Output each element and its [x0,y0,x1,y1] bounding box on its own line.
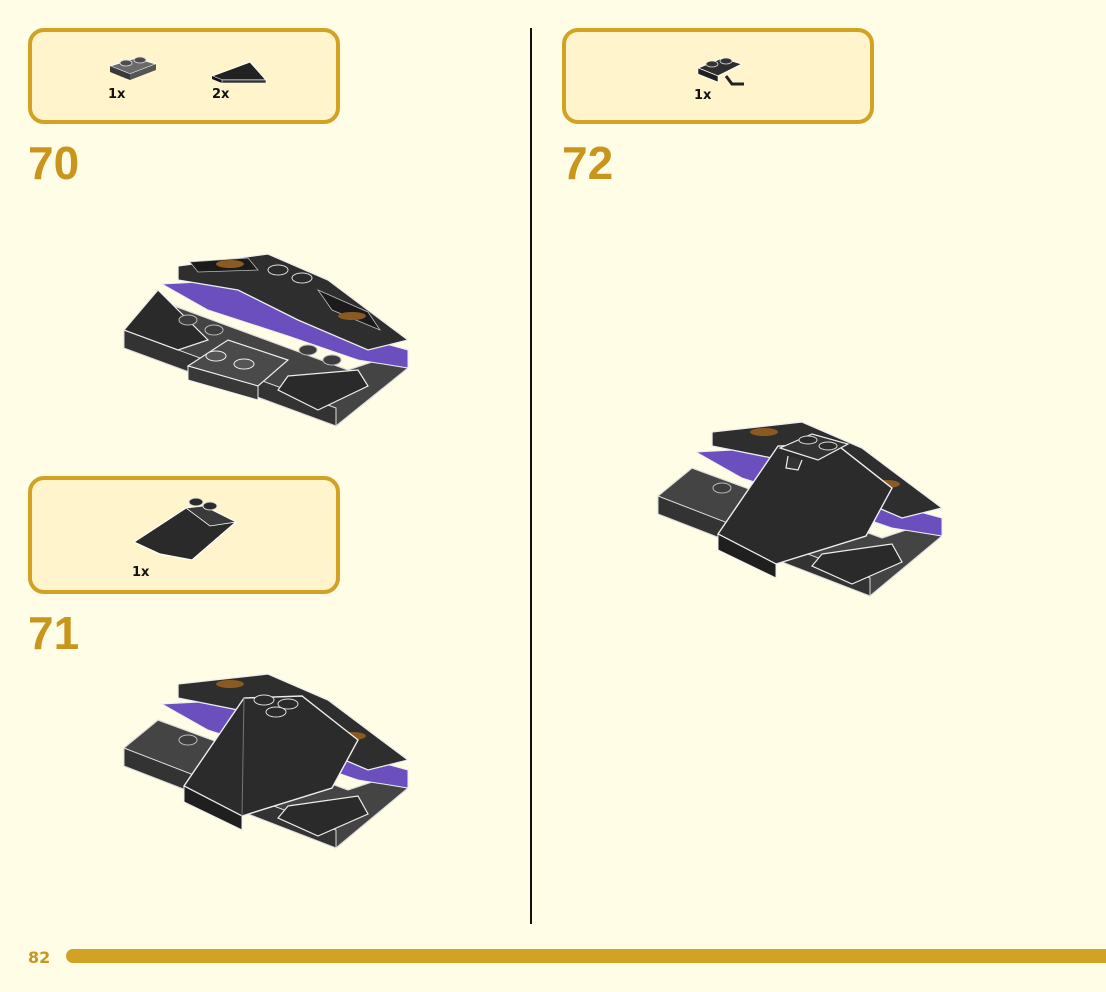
black-plate-with-clip-icon [696,57,744,86]
black-wedge-slope-icon [132,497,238,561]
step-number: 71 [28,607,80,659]
dark-grey-plate-1x2-icon [108,56,158,80]
part-qty: 1x [132,565,150,580]
column-divider [530,28,532,924]
step-number: 70 [28,137,80,189]
parts-box-step-72: 1x [562,28,874,124]
model-step-71-illustration [123,673,410,849]
page-number: 82 [28,948,51,967]
parts-box-step-70: 1x 2x [28,28,340,124]
part-qty: 1x [108,87,126,102]
step-number: 72 [562,137,614,189]
model-step-72-illustration [657,421,944,597]
footer-bar [66,949,1106,963]
parts-box-step-71: 1x [28,476,340,594]
model-step-70-illustration [122,253,410,427]
part-qty: 1x [694,88,712,103]
part-qty: 2x [212,87,230,102]
black-wedge-plate-icon [210,61,268,84]
